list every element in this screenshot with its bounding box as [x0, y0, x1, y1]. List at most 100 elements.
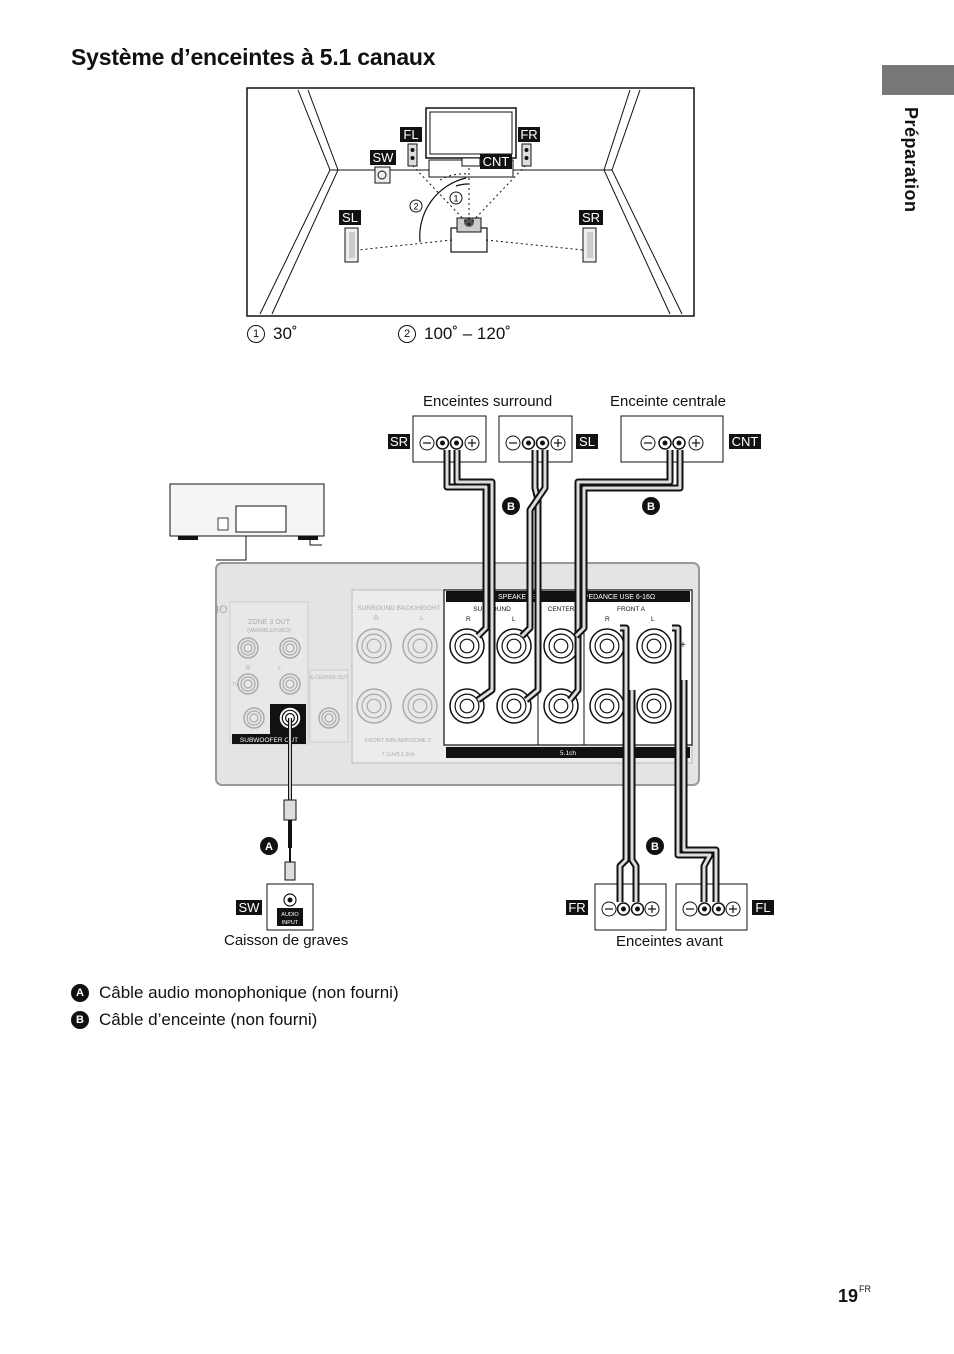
speaker-post-2-ring — [548, 633, 574, 659]
terminal-fr-post-b-dot — [635, 906, 640, 912]
receiver-thumbnail — [169, 483, 325, 561]
page-number: 19FR — [838, 1284, 871, 1307]
cable-fl-a-inner — [672, 626, 712, 902]
svg-text:L: L — [512, 616, 516, 623]
terminal-fl-post-b-dot — [716, 906, 721, 912]
svg-text:SURROUND BACK/HEIGHT: SURROUND BACK/HEIGHT — [357, 605, 440, 612]
unused-post-3-ring — [407, 693, 433, 719]
caption-center: Enceinte centrale — [610, 393, 726, 410]
cable-sr-plus-inner — [445, 450, 488, 638]
svg-text:IMPEDANCE USE 6-16Ω: IMPEDANCE USE 6-16Ω — [576, 594, 655, 601]
angle-2-marker: 2 — [398, 325, 416, 343]
svg-text:7.1ch/5.1.2ch: 7.1ch/5.1.2ch — [381, 752, 414, 758]
tag-sw-text: SW — [239, 900, 261, 915]
cable-marker-b-1-text: B — [507, 501, 515, 513]
terminal-cnt-post-a-dot — [662, 440, 668, 446]
subwoofer-box: AUDIO INPUT — [266, 883, 314, 931]
svg-text:2: 2 — [413, 202, 418, 212]
angle-1: 1 30˚ — [247, 324, 298, 344]
cable-marker-b-3-text: B — [651, 841, 659, 853]
terminal-sl-post-a-dot — [526, 440, 531, 446]
svg-text:TV: TV — [232, 682, 239, 688]
angle-1-value: 30˚ — [273, 324, 298, 343]
svg-text:SR: SR — [582, 210, 600, 225]
marker-1: 1 — [449, 191, 463, 205]
speaker-post-5-ring — [454, 693, 480, 719]
tag-cnt-bg — [729, 434, 761, 449]
tag-fr: FR — [518, 127, 540, 142]
angle-2-value: 100˚ – 120˚ — [424, 324, 511, 343]
section-tab-marker — [882, 65, 954, 95]
unused-post-0-ring — [361, 633, 387, 659]
angle-arc-1 — [455, 183, 469, 187]
legend-key-b: B — [71, 1011, 89, 1029]
legend-item-a: A Câble audio monophonique (non fourni) — [71, 983, 399, 1003]
rca-jack-5-ring — [321, 710, 337, 726]
svg-text:FR: FR — [520, 127, 537, 142]
angle-2: 2 100˚ – 120˚ — [398, 324, 511, 344]
rca-jack-0-ring — [240, 640, 256, 656]
svg-text:FRONT B/BI-AMP/ZONE 2: FRONT B/BI-AMP/ZONE 2 — [365, 738, 431, 744]
tag-sr-bg — [388, 434, 410, 449]
svg-text:FRONT A: FRONT A — [617, 606, 646, 613]
cable-marker-a-bg — [260, 837, 278, 855]
tag-fr-bg — [566, 900, 588, 915]
terminal-sr-post-b-dot — [454, 440, 459, 446]
angle-1-marker: 1 — [247, 325, 265, 343]
cable-fr-b-inner — [630, 690, 638, 902]
rca-jack-2-core — [243, 679, 253, 689]
speaker-post-6-core — [506, 698, 522, 714]
tag-sw: SW — [370, 150, 396, 165]
unused-post-0-core — [366, 638, 382, 654]
terminal-fr-post-a-dot — [621, 906, 626, 912]
cable-cnt-a-inner — [568, 450, 672, 701]
cable-sr-minus-inner — [455, 450, 494, 702]
tag-sl-bg — [576, 434, 598, 449]
tag-sr: SR — [579, 210, 603, 225]
tv-icon — [425, 107, 517, 178]
audio-cable-a — [283, 718, 297, 881]
speaker-post-8-ring — [594, 693, 620, 719]
svg-text:R: R — [466, 616, 471, 623]
svg-text:R: R — [605, 616, 610, 623]
svg-text:CNT: CNT — [483, 154, 510, 169]
speaker-post-1-core — [506, 638, 522, 654]
cable-fl-b-inner — [682, 680, 718, 902]
speaker-post-3-core — [599, 638, 615, 654]
unused-post-1-core — [412, 638, 428, 654]
svg-text:1: 1 — [453, 194, 458, 204]
tag-cnt-text: CNT — [732, 434, 759, 449]
svg-text:L: L — [651, 616, 655, 623]
page-title: Système d’enceintes à 5.1 canaux — [71, 44, 436, 70]
speaker-post-3-ring — [594, 633, 620, 659]
svg-text:E-CENTER OUT: E-CENTER OUT — [310, 675, 348, 681]
cable-marker-b-1-bg — [502, 497, 520, 515]
tag-sl: SL — [339, 210, 361, 225]
speaker-post-1-ring — [501, 633, 527, 659]
angle-lines — [357, 164, 584, 251]
svg-text:FL: FL — [403, 127, 418, 142]
svg-text:SL: SL — [342, 210, 358, 225]
svg-text:SPEAKERS: SPEAKERS — [498, 594, 536, 601]
panel-jacks — [237, 628, 672, 730]
page-number-value: 19 — [838, 1286, 859, 1306]
tag-cnt: CNT — [480, 154, 512, 169]
rca-jack-3-ring — [282, 676, 298, 692]
speaker-post-8-core — [599, 698, 615, 714]
cable-marker-b-3-bg — [646, 837, 664, 855]
subwoofer-icon — [374, 166, 391, 184]
speaker-fr-icon — [521, 143, 532, 167]
svg-text:CENTER: CENTER — [548, 606, 575, 613]
tag-fl: FL — [400, 127, 422, 142]
svg-text:L: L — [278, 666, 282, 672]
legend-text-a: Câble audio monophonique (non fourni) — [99, 983, 399, 1002]
speaker-post-6-ring — [501, 693, 527, 719]
svg-text:5.1ch: 5.1ch — [560, 750, 576, 757]
speaker-terminals — [419, 435, 741, 917]
tag-fl-text: FL — [755, 900, 770, 915]
rca-jack-2-ring — [240, 676, 256, 692]
tag-sr-text: SR — [390, 434, 408, 449]
